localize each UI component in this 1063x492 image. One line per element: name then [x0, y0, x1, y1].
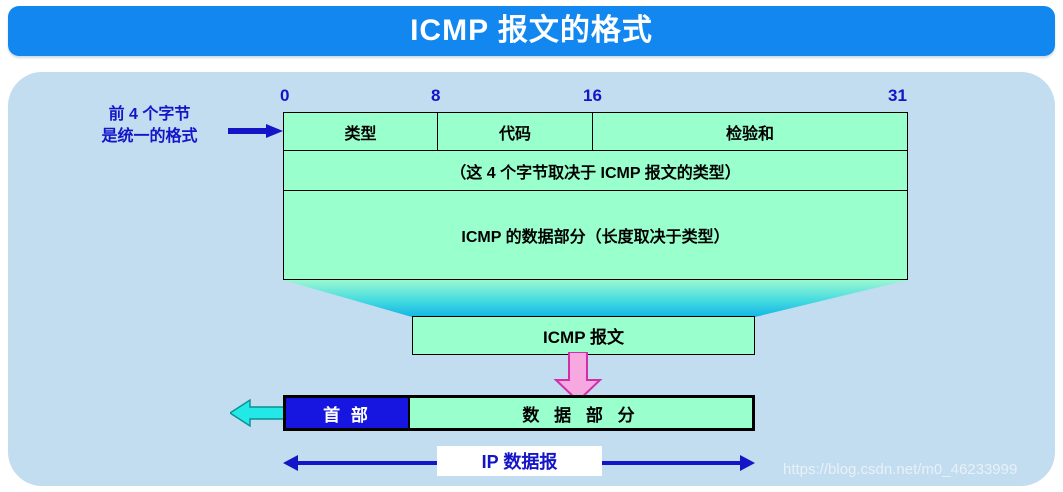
table-row-depends: （这 4 个字节取决于 ICMP 报文的类型） [284, 151, 907, 191]
annotation-first-four-bytes: 前 4 个字节 是统一的格式 [72, 104, 227, 148]
arrow-head [266, 124, 283, 138]
ip-datagram-label: IP 数据报 [437, 446, 602, 476]
bit-tick-0: 0 [280, 86, 290, 105]
icmp-message-box: ICMP 报文 [412, 316, 755, 355]
table-row-data: ICMP 的数据部分（长度取决于类型） [284, 191, 907, 279]
arrow-head-left [283, 455, 298, 471]
arrow-right-icon [228, 124, 283, 138]
field-type: 类型 [284, 113, 438, 150]
field-code: 代码 [438, 113, 593, 150]
ip-payload-block: 数 据 部 分 [410, 398, 752, 428]
funnel-shape [283, 280, 908, 317]
arrow-down-icon [553, 352, 603, 402]
annotation-line-2: 是统一的格式 [101, 128, 198, 145]
arrow-head-right [740, 455, 755, 471]
icmp-format-table: 类型 代码 检验和 （这 4 个字节取决于 ICMP 报文的类型） ICMP 的… [283, 112, 908, 280]
bit-tick-8: 8 [431, 86, 441, 105]
table-row-header-fields: 类型 代码 检验和 [284, 113, 907, 151]
watermark: https://blog.csdn.net/m0_46233999 [783, 461, 1018, 478]
bit-tick-31: 31 [888, 86, 907, 105]
bit-tick-16: 16 [583, 86, 602, 105]
arrow-left-icon [230, 398, 286, 428]
arrow-shaft [228, 128, 268, 134]
ip-header-block: 首 部 [286, 398, 410, 428]
field-checksum: 检验和 [725, 125, 774, 143]
field-icmp-data: ICMP 的数据部分（长度取决于类型） [461, 229, 730, 246]
annotation-line-1: 前 4 个字节 [108, 106, 191, 123]
ip-datagram-row: 首 部 数 据 部 分 [283, 395, 755, 431]
title-bar: ICMP 报文的格式 [8, 6, 1055, 56]
page-title: ICMP 报文的格式 [410, 14, 653, 47]
field-type-dependent-bytes: （这 4 个字节取决于 ICMP 报文的类型） [450, 164, 741, 182]
